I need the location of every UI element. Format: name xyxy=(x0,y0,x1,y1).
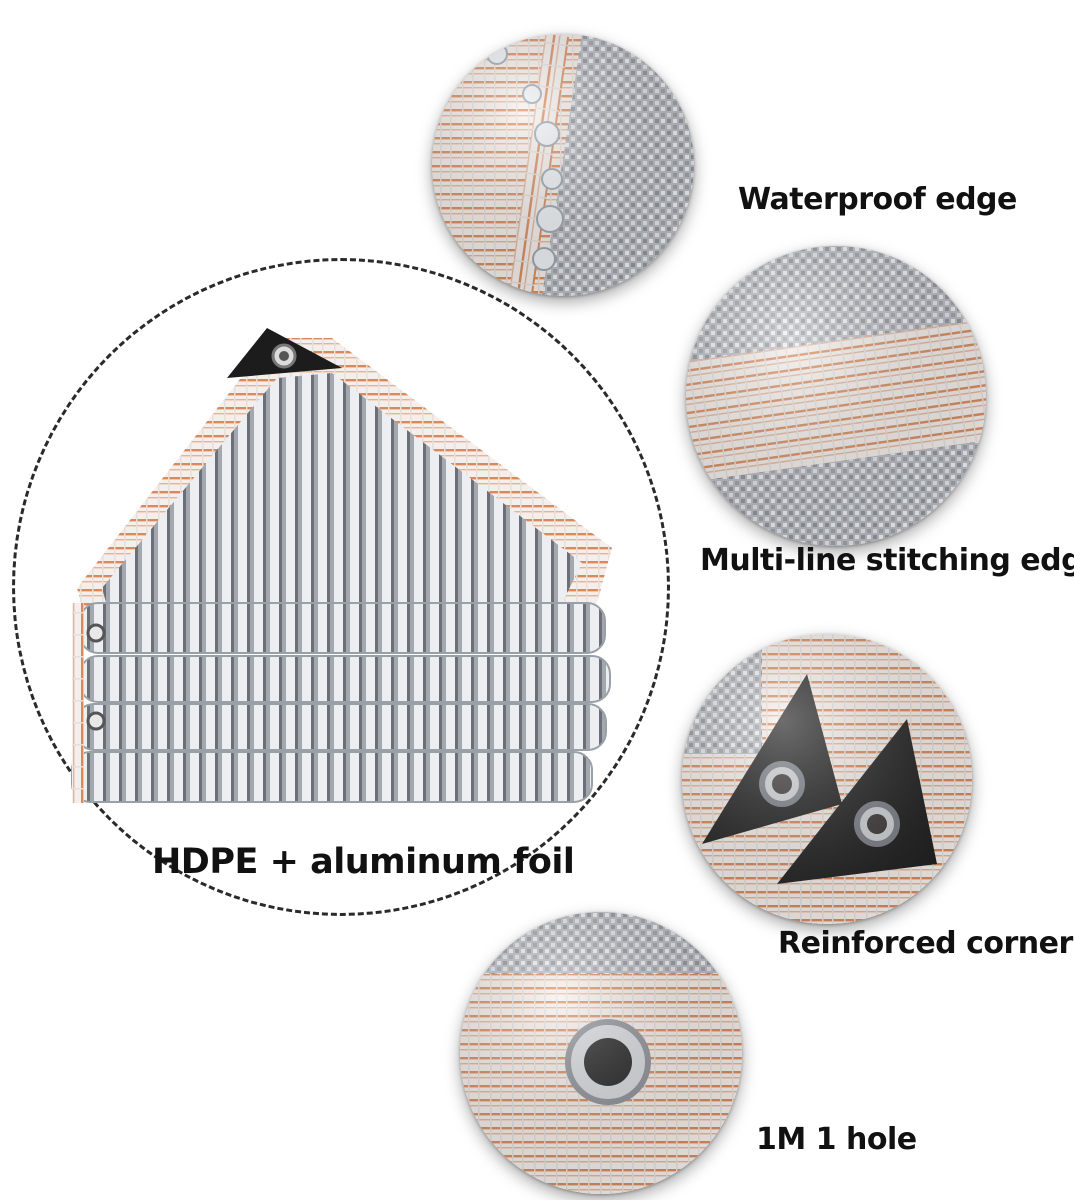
fold-4 xyxy=(71,751,593,803)
feature-label-grommet-spacing: 1M 1 hole xyxy=(756,1122,917,1157)
feature-label-stitching-edge: Multi-line stitching edge xyxy=(700,543,1074,578)
grommet-hole-closeup xyxy=(460,912,742,1194)
stitching-edge-closeup xyxy=(686,246,986,546)
waterproof-edge-closeup xyxy=(432,34,694,296)
folded-tarp-image xyxy=(62,318,632,818)
fold-1 xyxy=(79,602,606,654)
feature-label-waterproof-edge: Waterproof edge xyxy=(738,182,1017,217)
fold-3 xyxy=(75,703,607,751)
feature-label-reinforced-corners: Reinforced corners xyxy=(778,926,1074,961)
fold-2 xyxy=(79,655,611,703)
reinforced-corners-closeup xyxy=(682,634,972,924)
material-label: HDPE + aluminum foil xyxy=(152,842,575,882)
main-product-ring xyxy=(12,258,670,916)
